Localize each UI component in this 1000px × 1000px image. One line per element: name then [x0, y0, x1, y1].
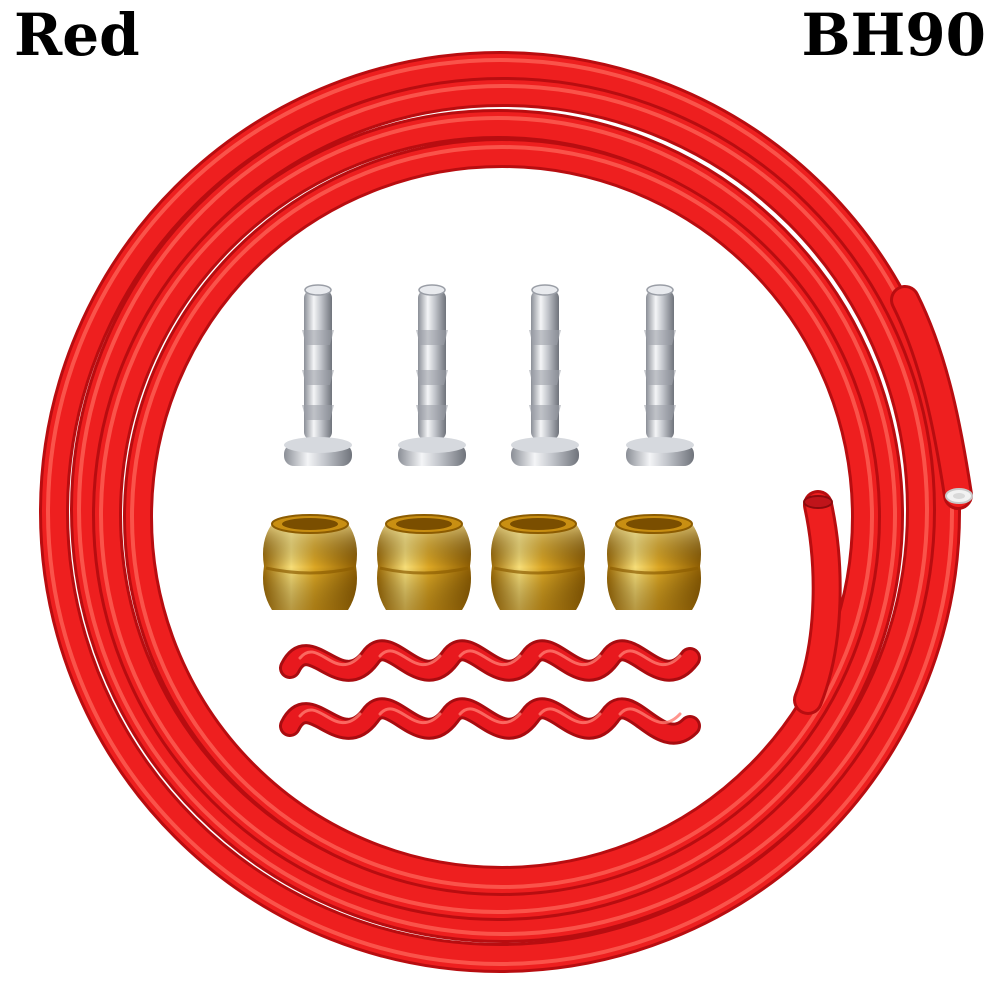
model-label: BH90 — [801, 1, 986, 69]
brass-olive — [377, 514, 471, 610]
brass-olive — [607, 514, 701, 610]
hose-end-outer — [890, 285, 973, 510]
insert-pin — [284, 284, 352, 466]
spiral-guard — [279, 639, 701, 682]
spiral-guards — [279, 639, 701, 745]
insert-pin — [626, 284, 694, 466]
hose-end-inner — [793, 490, 842, 715]
brass-olive — [491, 514, 585, 610]
hose-loop-outer — [39, 51, 961, 973]
color-label: Red — [14, 1, 140, 69]
hose-loop-inner — [123, 138, 881, 896]
hose-loop-3 — [92, 109, 904, 921]
insert-pin — [398, 284, 466, 466]
spiral-guard — [279, 697, 701, 745]
hose-loop-2 — [70, 77, 936, 943]
insert-pin — [511, 284, 579, 466]
hose-coil — [39, 51, 973, 973]
brass-olive — [263, 514, 357, 610]
insert-pins — [284, 284, 694, 466]
brass-olives — [263, 514, 701, 610]
